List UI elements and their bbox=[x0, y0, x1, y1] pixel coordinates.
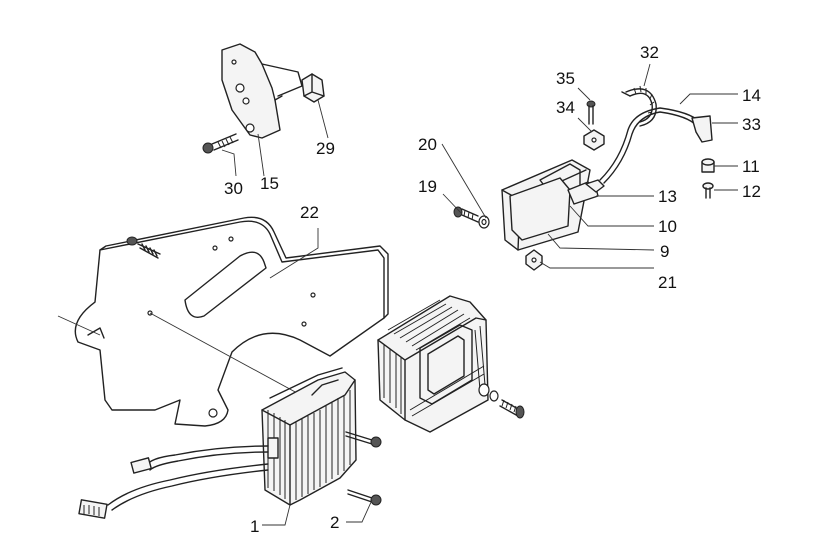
regulator-1 bbox=[261, 367, 357, 506]
callout-30: 30 bbox=[224, 179, 243, 198]
callout-32: 32 bbox=[640, 43, 659, 62]
screw-35 bbox=[586, 100, 596, 125]
pin-12 bbox=[702, 182, 714, 199]
callout-20: 20 bbox=[418, 135, 437, 154]
callout-15: 15 bbox=[260, 174, 279, 193]
callout-9: 9 bbox=[660, 242, 669, 261]
cable-harness bbox=[78, 445, 269, 519]
clip-29 bbox=[301, 73, 325, 103]
callout-2: 2 bbox=[330, 513, 339, 532]
screw-plate bbox=[126, 236, 161, 259]
leader-lines bbox=[221, 63, 738, 526]
callout-11: 11 bbox=[742, 157, 760, 176]
washer-20 bbox=[478, 215, 490, 229]
mounting-plate-22 bbox=[57, 216, 389, 427]
screws-2 bbox=[345, 431, 382, 506]
screw-30 bbox=[202, 133, 239, 154]
nut-21 bbox=[525, 249, 543, 271]
callout-33: 33 bbox=[742, 115, 761, 134]
nut-34 bbox=[583, 129, 605, 151]
callout-12: 12 bbox=[742, 182, 761, 201]
callout-13: 13 bbox=[658, 187, 677, 206]
callout-labels: 1 2 9 10 11 12 13 14 15 19 20 21 22 29 3… bbox=[224, 43, 761, 536]
screw-washer-right bbox=[478, 383, 525, 419]
callout-35: 35 bbox=[556, 69, 575, 88]
callout-14: 14 bbox=[742, 86, 761, 105]
rectifier-block bbox=[377, 295, 489, 433]
screw-19 bbox=[453, 206, 479, 223]
callout-10: 10 bbox=[658, 217, 677, 236]
callout-21: 21 bbox=[658, 273, 677, 292]
cap-11 bbox=[701, 158, 715, 173]
cable-14 bbox=[599, 107, 713, 184]
callout-22: 22 bbox=[300, 203, 319, 222]
sensor-bracket-10 bbox=[501, 159, 591, 251]
clamp-32 bbox=[621, 85, 657, 127]
callout-1: 1 bbox=[250, 517, 259, 536]
callout-19: 19 bbox=[418, 177, 437, 196]
callout-29: 29 bbox=[316, 139, 335, 158]
callout-34: 34 bbox=[556, 98, 575, 117]
sensor-13 bbox=[567, 179, 605, 205]
bracket-15 bbox=[221, 43, 303, 139]
